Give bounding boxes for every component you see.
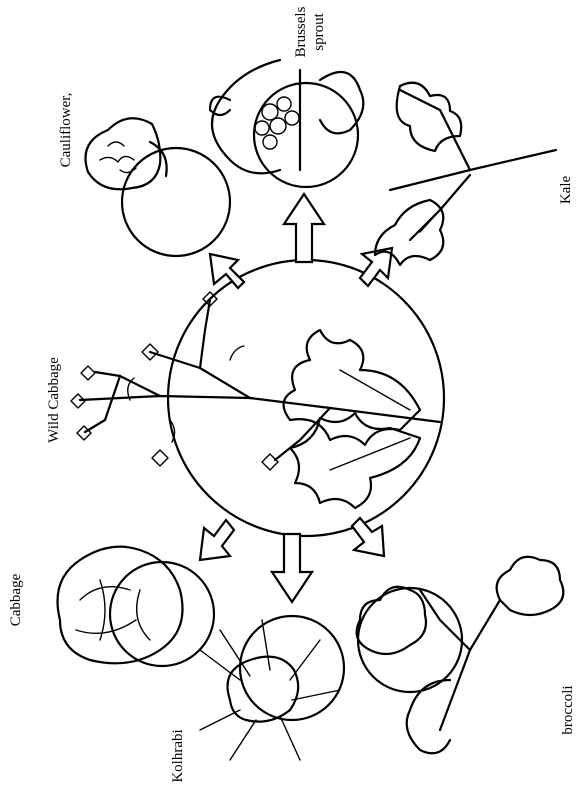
kale-illustration (375, 83, 556, 265)
wild-cabbage-illustration (71, 292, 440, 508)
arrow-cabbage (200, 520, 234, 560)
brussels-sprout-illustration (210, 60, 363, 173)
arrow-broccoli (352, 518, 384, 556)
kohlrabi-illustration (200, 620, 340, 760)
cauliflower-label: Cauliflower, (58, 93, 74, 168)
kohlrabi-label: Kolhrabi (170, 729, 186, 782)
wild-cabbage-label: Wild Cabbage (46, 357, 62, 443)
kale-label: Kale (558, 176, 574, 205)
broccoli-label: broccoli (560, 685, 576, 734)
cauliflower-illustration (86, 118, 167, 189)
cabbage-circle (110, 562, 214, 666)
broccoli-circle (358, 588, 462, 692)
cauliflower-circle (122, 148, 230, 256)
arrow-cauliflower (210, 254, 244, 288)
brussels-sprout-label-line2: sprout (311, 12, 327, 50)
arrow-kohlrabi (272, 534, 312, 602)
cabbage-label: Cabbage (8, 573, 24, 626)
arrow-brussels-sprout (284, 194, 324, 262)
brussels-sprout-label-line1: Brussels (293, 6, 309, 57)
